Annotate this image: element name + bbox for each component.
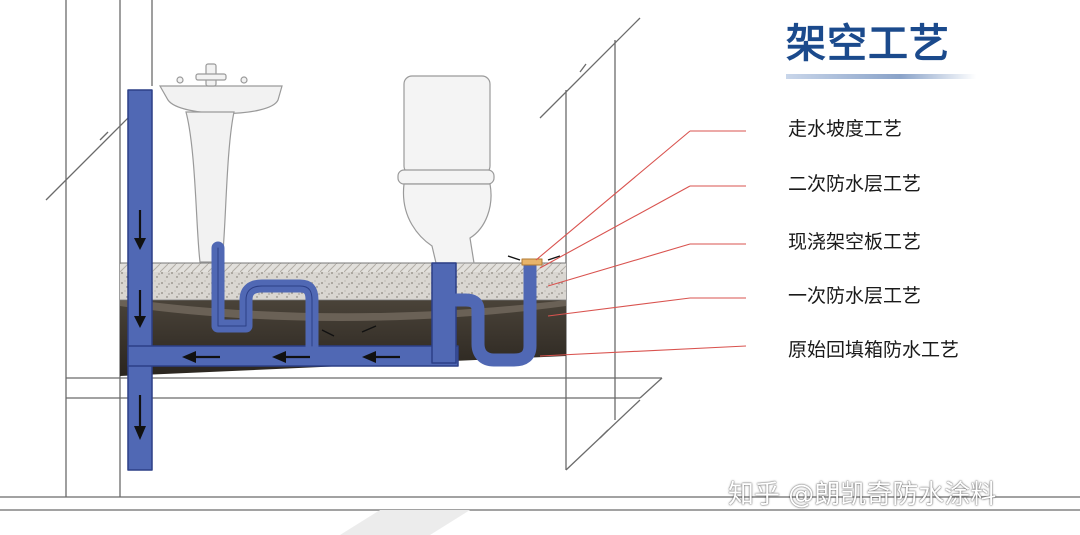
leader-line-2: [539, 185, 691, 269]
leader-line-3: [547, 243, 691, 287]
cast-in-place-slab: [120, 272, 566, 300]
leader-lines: [535, 130, 747, 357]
floor-drain-cap: [521, 258, 543, 266]
screed-layer: [120, 263, 566, 272]
diagram-title: 架空工艺: [786, 21, 950, 67]
label-cast-in-place-slab: 现浇架空板工艺: [788, 231, 922, 253]
leader-line-4: [547, 297, 691, 317]
label-drainage-slope: 走水坡度工艺: [788, 118, 903, 140]
leader-line-5: [539, 345, 747, 357]
floor-drain-trap-pipe: [449, 259, 537, 367]
toilet-drain-pipe: [431, 262, 457, 364]
watermark-text: 知乎 @朗凯奇防水涂料: [728, 480, 997, 510]
flow-arrows: [134, 210, 561, 440]
bottom-decoration: [340, 510, 470, 535]
building-frame: [0, 0, 1080, 511]
label-original-backfill-waterproof: 原始回填箱防水工艺: [788, 339, 960, 361]
label-first-waterproof-layer: 一次防水层工艺: [788, 285, 922, 307]
washbasin: [158, 63, 283, 263]
leader-line-1: [535, 130, 691, 261]
label-second-waterproof-layer: 二次防水层工艺: [788, 173, 922, 195]
toilet: [397, 75, 495, 264]
title-underline: [786, 74, 976, 79]
